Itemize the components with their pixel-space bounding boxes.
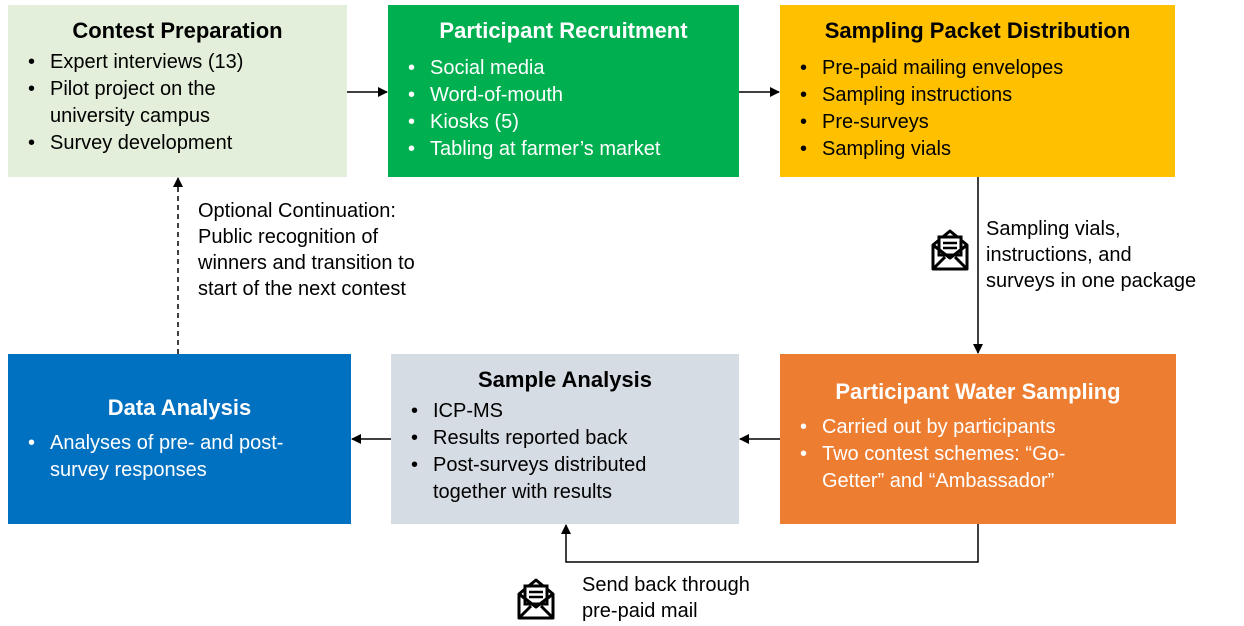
note-line: Send back through [582, 574, 750, 596]
contest-preparation-list: Expert interviews (13) Pilot project on … [22, 49, 333, 157]
sample-analysis-title: Sample Analysis [477, 367, 653, 392]
list-item: Sampling vials [794, 136, 1161, 163]
contest-preparation-title: Contest Preparation [72, 18, 283, 43]
note-line: surveys in one package [986, 270, 1197, 292]
list-item: Results reported back [405, 425, 725, 452]
contest-preparation-box: Contest Preparation Expert interviews (1… [8, 5, 347, 177]
arrow-return-mail [561, 524, 979, 563]
note-line: winners and transition to [198, 252, 415, 274]
list-item: Tabling at farmer’s market [402, 136, 725, 163]
data-analysis-title: Data Analysis [107, 395, 252, 420]
list-item: Survey development [22, 130, 333, 157]
list-item: Pilot project on the [22, 76, 333, 103]
note-line: start of the next contest [198, 278, 406, 300]
participant-water-sampling-list: Carried out by participants Two contest … [794, 414, 1162, 495]
list-item: Kiosks (5) [402, 109, 725, 136]
sampling-packet-distribution-title: Sampling Packet Distribution [824, 18, 1131, 43]
list-item: Word-of-mouth [402, 82, 725, 109]
optional-continuation-note: Optional Continuation: Public recognitio… [198, 198, 415, 302]
list-item-continuation: survey responses [50, 459, 207, 481]
note-line: pre-paid mail [582, 600, 698, 622]
list-item: ICP-MS [405, 398, 725, 425]
list-item: Expert interviews (13) [22, 49, 333, 76]
list-item: Two contest schemes: “Go- [794, 441, 1162, 468]
return-mail-note: Send back through pre-paid mail [582, 572, 750, 624]
note-line: instructions, and [986, 244, 1132, 266]
mail-envelope-icon [517, 578, 555, 620]
note-line: Sampling vials, [986, 218, 1121, 240]
sample-analysis-list: ICP-MS Results reported back Post-survey… [405, 398, 725, 506]
mail-envelope-icon [931, 229, 969, 271]
list-item: Carried out by participants [794, 414, 1162, 441]
note-line: Public recognition of [198, 226, 379, 248]
note-line: Optional Continuation: [198, 200, 396, 222]
list-item: Post-surveys distributed [405, 452, 725, 479]
data-analysis-list: Analyses of pre- and post- survey respon… [22, 430, 337, 484]
participant-recruitment-box: Participant Recruitment Social media Wor… [388, 5, 739, 177]
participant-recruitment-title: Participant Recruitment [439, 18, 688, 43]
list-item: Sampling instructions [794, 82, 1161, 109]
list-item: Social media [402, 55, 725, 82]
data-analysis-box: Data Analysis Analyses of pre- and post-… [8, 354, 351, 524]
package-note: Sampling vials, instructions, and survey… [986, 216, 1196, 294]
participant-recruitment-list: Social media Word-of-mouth Kiosks (5) Ta… [402, 55, 725, 163]
list-item: Pre-surveys [794, 109, 1161, 136]
sample-analysis-box: Sample Analysis ICP-MS Results reported … [391, 354, 739, 524]
list-item-continuation: university campus [50, 105, 211, 127]
sampling-packet-distribution-list: Pre-paid mailing envelopes Sampling inst… [794, 55, 1161, 163]
participant-water-sampling-title: Participant Water Sampling [835, 379, 1121, 404]
participant-water-sampling-box: Participant Water Sampling Carried out b… [780, 354, 1176, 524]
sampling-packet-distribution-box: Sampling Packet Distribution Pre-paid ma… [780, 5, 1175, 177]
list-item-continuation: Getter” and “Ambassador” [822, 470, 1055, 492]
list-item: Pre-paid mailing envelopes [794, 55, 1161, 82]
list-item: Analyses of pre- and post- [22, 430, 337, 457]
list-item-continuation: together with results [433, 481, 612, 503]
